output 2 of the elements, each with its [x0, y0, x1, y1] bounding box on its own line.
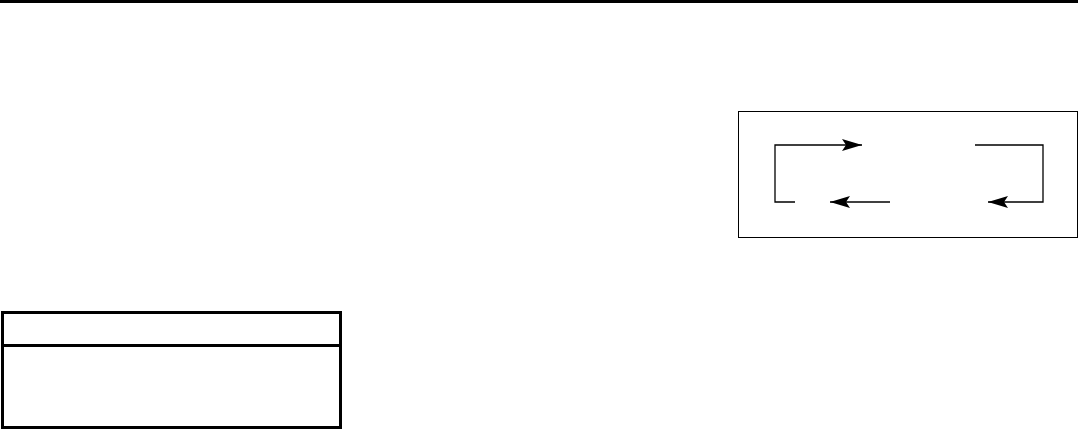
frame-box — [738, 111, 1078, 238]
table-box — [1, 311, 342, 429]
